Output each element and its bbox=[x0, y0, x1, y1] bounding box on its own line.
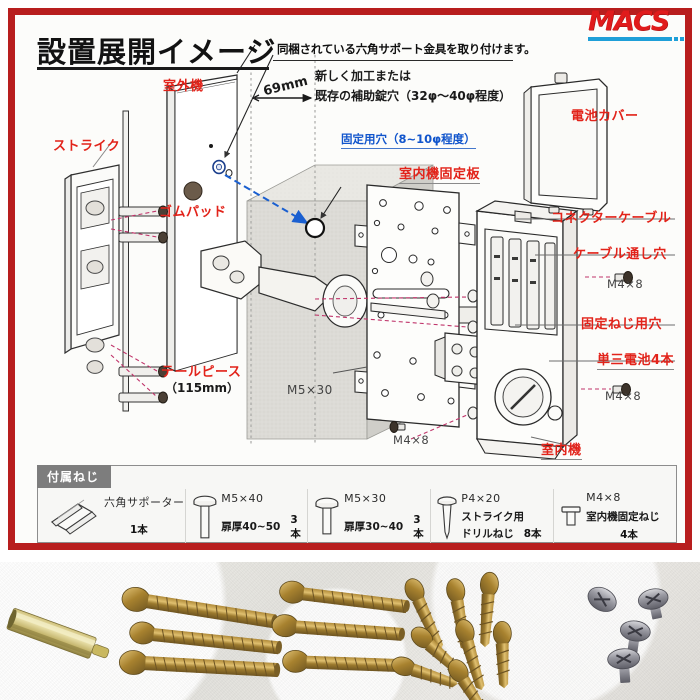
hex-support-pointer bbox=[224, 54, 274, 158]
strike-assembly bbox=[64, 164, 120, 355]
label-tailpiece-size: （115mm） bbox=[165, 381, 240, 395]
part-qty-2: 3本 bbox=[413, 513, 424, 540]
part-spec-2: 扉厚30~40 bbox=[344, 520, 404, 533]
parts-table-row: 六角サポーター 1本 M5×40 bbox=[38, 489, 676, 543]
photo-silver-screws-group bbox=[587, 586, 669, 684]
photo-hex-standoff bbox=[6, 608, 110, 659]
label-screw-m4x8-bottom: M4×8 bbox=[393, 433, 430, 447]
parts-text-p4x20: P4×20 ストライク用 ドリルねじ 8本 bbox=[461, 492, 541, 541]
left-label-leaders bbox=[92, 142, 112, 168]
right-label-leaders bbox=[515, 218, 675, 448]
dimension-69mm-arrow bbox=[251, 93, 313, 103]
strike-screws bbox=[85, 205, 168, 404]
label-indoor-mount-plate: 室内機固定板 bbox=[399, 163, 481, 184]
outdoor-unit-holes bbox=[183, 144, 233, 201]
photo-drill-screws-cluster bbox=[391, 571, 512, 700]
label-indoor-unit: 室内機 bbox=[541, 439, 582, 460]
callout-aux-lock-hole: 既存の補助錠穴（32φ～40φ程度） bbox=[315, 89, 512, 103]
parts-text-m5x40: M5×40 扉厚40~50 3本 bbox=[221, 492, 307, 541]
macs-logo-text: MACS bbox=[588, 6, 670, 37]
hardware-photo-illustration bbox=[6, 571, 669, 700]
outdoor-unit-plate bbox=[166, 74, 238, 372]
part-qty-0: 1本 bbox=[130, 523, 148, 536]
part-qty-3: 8本 bbox=[523, 527, 542, 540]
strike-screw-leaders bbox=[110, 210, 158, 398]
page-title: 設置展開イメージ bbox=[37, 35, 277, 69]
label-outdoor-unit: 室外機 bbox=[163, 79, 204, 94]
macs-logo-bar bbox=[588, 37, 672, 41]
parts-cell-hex-supporter: 六角サポーター 1本 bbox=[38, 489, 186, 543]
included-screws-table: 付属ねじ 六角サポーター 1本 bbox=[37, 465, 677, 543]
parts-cell-m4x8: M4×8 室内機固定ねじ 4本 bbox=[554, 489, 676, 543]
part-note-3: ドリルねじ bbox=[461, 527, 514, 540]
parts-text-m4x8: M4×8 室内機固定ねじ 4本 bbox=[586, 491, 660, 542]
photo-long-screws-group bbox=[118, 586, 283, 678]
part-spec-3: ストライク用 bbox=[461, 510, 525, 523]
parts-text-m5x30: M5×30 扉厚30~40 3本 bbox=[344, 492, 430, 541]
part-qty-4: 4本 bbox=[620, 528, 638, 541]
outdoor-unit-edge-bar bbox=[122, 110, 129, 412]
hex-standoff-icon bbox=[50, 499, 97, 535]
panel-red-frame: 設置展開イメージ 同梱されている六角サポート金具を取り付けます。 新しく加工また… bbox=[8, 8, 692, 550]
part-spec-1: 扉厚40~50 bbox=[221, 520, 281, 533]
panel-inner: 設置展開イメージ 同梱されている六角サポート金具を取り付けます。 新しく加工また… bbox=[15, 15, 685, 543]
label-fixing-screw-hole: 固定ねじ用穴 bbox=[581, 317, 663, 332]
macs-logo-tick-1 bbox=[674, 37, 678, 41]
indoor-mounting-plate bbox=[354, 184, 476, 428]
part-name-1: M5×40 bbox=[221, 491, 264, 505]
part-name-3: P4×20 bbox=[461, 491, 501, 505]
exploded-view-illustration bbox=[64, 44, 675, 460]
label-cable-through-hole: ケーブル通し穴 bbox=[573, 247, 667, 262]
part-spec-4: 室内機固定ねじ bbox=[586, 510, 660, 523]
short-machine-screw-icon bbox=[561, 505, 581, 526]
callout-hex-support: 同梱されている六角サポート金具を取り付けます。 bbox=[273, 39, 536, 61]
parts-cell-m5x30: M5×30 扉厚30~40 3本 bbox=[308, 489, 432, 543]
part-name-4: M4×8 bbox=[586, 490, 621, 504]
battery-cover bbox=[523, 72, 608, 216]
label-aa-batteries: 単三電池4本 bbox=[597, 349, 675, 370]
pan-head-screw-long-icon bbox=[192, 495, 216, 538]
label-battery-cover: 電池カバー bbox=[571, 109, 639, 124]
parts-table-tab-label: 付属ねじ bbox=[37, 465, 112, 488]
photo-medium-screws-group bbox=[271, 580, 410, 673]
indoor-unit-body bbox=[475, 200, 579, 460]
label-rubber-pad: ゴムパッド bbox=[159, 205, 227, 220]
part-qty-1: 3本 bbox=[290, 513, 301, 540]
label-screw-m5x30: M5×30 bbox=[287, 383, 333, 397]
pan-head-screw-icon bbox=[315, 497, 339, 534]
parts-text-hex-supporter: 六角サポーター 1本 bbox=[104, 496, 185, 537]
part-name-0: 六角サポーター bbox=[104, 495, 185, 509]
label-screw-m4x8-mid: M4×8 bbox=[607, 277, 644, 291]
installation-diagram-panel: 設置展開イメージ 同梱されている六角サポート金具を取り付けます。 新しく加工また… bbox=[8, 6, 692, 550]
alignment-arrow-blue bbox=[224, 174, 309, 225]
fixing-hole-pointer bbox=[320, 186, 342, 219]
label-screw-m4x8-low: M4×8 bbox=[605, 389, 642, 403]
m5x30-leader bbox=[332, 366, 368, 374]
plate-screw-callouts bbox=[314, 271, 479, 440]
parts-cell-p4x20: P4×20 ストライク用 ドリルねじ 8本 bbox=[431, 489, 555, 543]
label-strike: ストライク bbox=[53, 139, 121, 154]
label-connector-cable: コネクターケーブル bbox=[551, 211, 672, 226]
parts-cell-m5x40: M5×40 扉厚40~50 3本 bbox=[186, 489, 309, 543]
drill-screw-icon bbox=[437, 495, 457, 540]
macs-logo: MACS bbox=[584, 6, 688, 46]
screw-m4x8-right-icons bbox=[581, 271, 633, 396]
macs-logo-tick-2 bbox=[680, 37, 684, 41]
title-underline bbox=[37, 67, 269, 70]
label-tailpiece: テールピース bbox=[161, 365, 242, 380]
part-name-2: M5×30 bbox=[344, 491, 387, 505]
door-fixing-hole bbox=[304, 217, 326, 239]
callout-new-or-existing: 新しく加工または bbox=[315, 69, 412, 83]
callout-fixing-hole: 固定用穴（8~10φ程度） bbox=[341, 131, 476, 149]
screw-m4x8-bottom-icon bbox=[389, 421, 406, 433]
hardware-photo-strip bbox=[0, 562, 700, 700]
